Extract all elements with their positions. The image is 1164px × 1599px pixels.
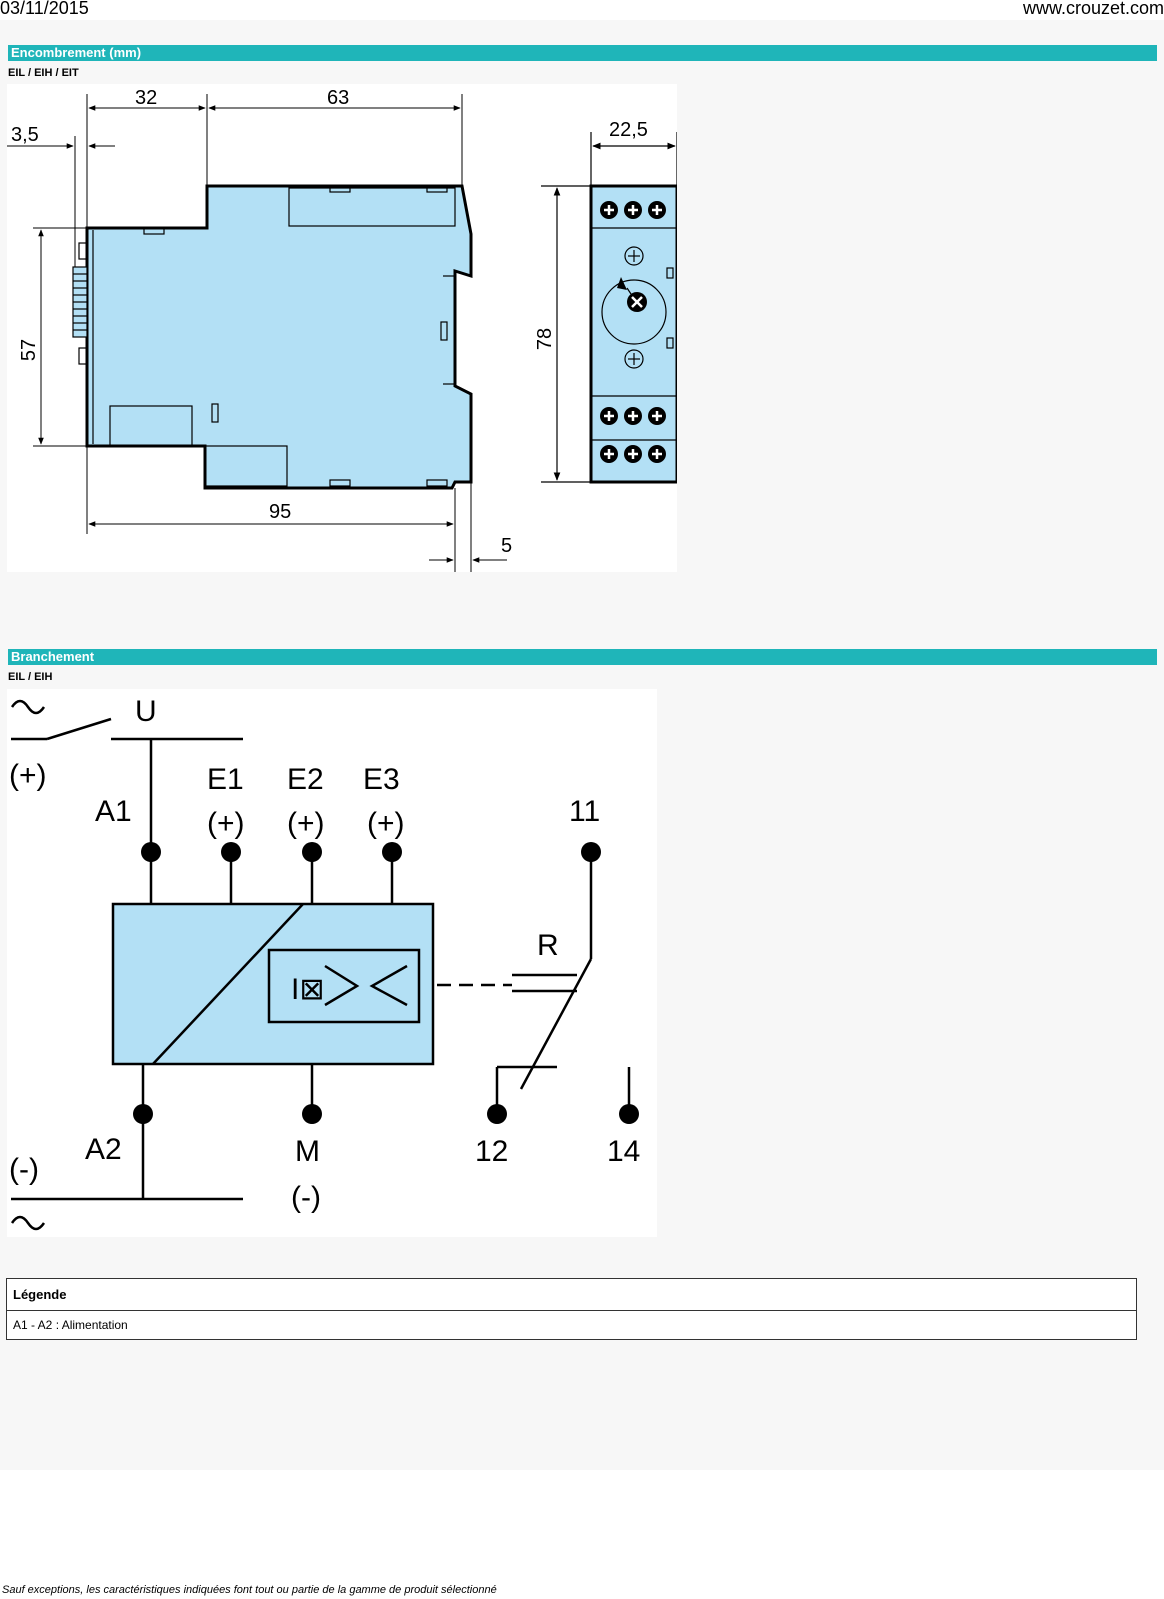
wiring-diagram: I⊠ U (+) A1 E1 E2 E3 [7, 689, 657, 1237]
relay-front-view [541, 132, 679, 484]
dim-95: 95 [269, 501, 291, 523]
legend-table: Légende A1 - A2 : Alimentation [6, 1278, 1137, 1340]
relay-side-view [85, 184, 473, 490]
dim-63: 63 [327, 87, 349, 109]
label-m-minus: (-) [291, 1181, 321, 1214]
dim-5: 5 [501, 535, 512, 557]
relay-function-symbol: I⊠ [291, 973, 324, 1006]
label-supply-minus: (-) [9, 1153, 39, 1186]
dim-22-5: 22,5 [609, 119, 648, 141]
label-u: U [135, 695, 157, 728]
label-a1: A1 [95, 795, 132, 828]
legend-row: A1 - A2 : Alimentation [6, 1310, 1137, 1340]
label-e3-plus: (+) [367, 807, 405, 840]
dim-57: 57 [18, 339, 40, 361]
dim-32: 32 [135, 87, 157, 109]
dim-3-5: 3,5 [11, 124, 39, 146]
label-terminal-12: 12 [475, 1135, 508, 1168]
label-terminal-14: 14 [607, 1135, 640, 1168]
relay-module: I⊠ [111, 902, 435, 1066]
print-date: 03/11/2015 [0, 0, 89, 18]
label-e2-plus: (+) [287, 807, 325, 840]
label-a2: A2 [85, 1133, 122, 1166]
section-header-dimensions: Encombrement (mm) [8, 45, 1157, 61]
label-r: R [537, 929, 559, 962]
label-terminal-11: 11 [569, 795, 600, 828]
footer-disclaimer: Sauf exceptions, les caractéristiques in… [2, 1584, 497, 1596]
label-e1-plus: (+) [207, 807, 245, 840]
section-subtitle-dimensions: EIL / EIH / EIT [8, 67, 79, 79]
legend-header: Légende [6, 1278, 1137, 1311]
site-url[interactable]: www.crouzet.com [1022, 0, 1164, 18]
label-e1: E1 [207, 763, 244, 796]
section-subtitle-wiring: EIL / EIH [8, 671, 53, 683]
label-supply-plus: (+) [9, 759, 47, 792]
dim-78: 78 [534, 328, 556, 350]
dimension-drawing: 32 63 3,5 57 95 5 22,5 78 [7, 84, 679, 572]
label-e2: E2 [287, 763, 324, 796]
section-header-wiring: Branchement [8, 649, 1157, 665]
label-e3: E3 [363, 763, 400, 796]
label-m: M [295, 1135, 320, 1168]
